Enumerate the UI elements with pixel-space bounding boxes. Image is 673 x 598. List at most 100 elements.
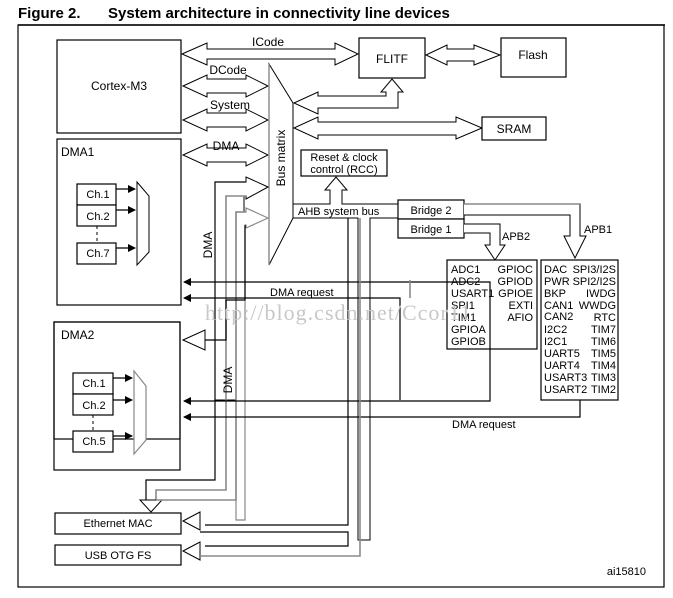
ahb-label: AHB system bus <box>298 206 380 218</box>
dma2-block: DMA2 Ch.1 Ch.2 Ch.5 <box>53 321 181 456</box>
peripheral-usart2: USART2 <box>544 384 587 396</box>
peripheral-adc1: ADC1 <box>451 264 480 276</box>
peripheral-i2c1: I2C1 <box>544 336 567 348</box>
peripheral-i2c2: I2C2 <box>544 324 567 336</box>
peripheral-bkp: BKP <box>544 288 566 300</box>
peripheral-tim5: TIM5 <box>591 348 616 360</box>
peripheral-usart1: USART1 <box>451 288 494 300</box>
figure-caption: System architecture in connectivity line… <box>108 5 450 22</box>
peripheral-tim2: TIM2 <box>591 384 616 396</box>
dma-bus: DMA <box>181 139 270 167</box>
bridge1-label: Bridge 1 <box>411 224 452 236</box>
watermark: http://blog.csdn.net/Ccor11 <box>205 300 472 325</box>
peripheral-spi3-i2s: SPI3/I2S <box>573 264 616 276</box>
dma-vertical-label-2: DMA <box>221 367 235 394</box>
peripheral-tim1: TIM1 <box>451 312 476 324</box>
dma1-channel-2-label: Ch.2 <box>86 211 109 223</box>
peripheral-tim3: TIM3 <box>591 372 616 384</box>
apb2-bus: APB2 <box>464 223 530 261</box>
dma1-channel-1-label: Ch.1 <box>86 189 109 201</box>
dma1-arbiter <box>136 180 150 267</box>
flash-label: Flash <box>518 48 547 62</box>
peripheral-uart5: UART5 <box>544 348 580 360</box>
peripheral-can2: CAN2 <box>544 311 573 323</box>
apb1-peripherals-block: DAC PWR BKP CAN1 CAN2 I2C2 I2C1 UART5 UA… <box>540 259 619 401</box>
apb2-label: APB2 <box>502 231 530 243</box>
icode-label: ICode <box>252 35 284 49</box>
dma2-arbiter <box>133 369 147 456</box>
usb-otg-fs-block: USB OTG FS <box>54 544 182 566</box>
cortex-m3-label: Cortex-M3 <box>91 79 147 93</box>
peripheral-iwdg: IWDG <box>586 288 616 300</box>
apb2-right-list: GPIOC GPIOD GPIOE EXTI AFIO <box>498 264 534 324</box>
peripheral-gpioc: GPIOC <box>498 264 534 276</box>
rcc-label-line2: control (RCC) <box>310 164 377 176</box>
dma1-request-lines: DMA request <box>183 278 491 400</box>
matrix-flitf-bus <box>292 78 405 115</box>
peripheral-spi1: SPI1 <box>451 300 475 312</box>
flitf-flash-bus <box>424 44 502 66</box>
apb1-right-list: SPI3/I2S SPI2/I2S IWDG WWDG RTC TIM7 TIM… <box>573 264 616 396</box>
dma1-label: DMA1 <box>61 145 95 159</box>
dma-bus-label: DMA <box>213 139 240 153</box>
dma2-channel-5 <box>72 430 114 453</box>
peripheral-can1: CAN1 <box>544 300 573 312</box>
peripheral-tim6: TIM6 <box>591 336 616 348</box>
figure-frame <box>17 24 665 588</box>
matrix-sram-bus <box>292 116 484 140</box>
bridge2-label: Bridge 2 <box>411 205 452 217</box>
apb2-peripherals-block: ADC1 ADC2 USART1 SPI1 TIM1 GPIOA GPIOB G… <box>446 259 538 350</box>
dcode-label: DCode <box>209 63 247 77</box>
dma-request-label-1: DMA request <box>270 287 334 299</box>
peripheral-tim7: TIM7 <box>591 324 616 336</box>
peripheral-gpioa: GPIOA <box>451 324 487 336</box>
flitf-label: FLITF <box>376 52 408 66</box>
peripheral-bus-lines <box>181 218 361 561</box>
cortex-m3-block: Cortex-M3 <box>56 39 182 134</box>
dma-request-label-2: DMA request <box>452 419 516 431</box>
dma1-block: DMA1 Ch.1 Ch.2 Ch.7 <box>56 138 182 306</box>
dma1-channel-7-label: Ch.7 <box>86 248 109 260</box>
dma2-channel-2-label: Ch.2 <box>82 400 105 412</box>
ahb-system-bus: AHB system bus <box>292 176 399 541</box>
apb1-label: APB1 <box>584 224 612 236</box>
rcc-label-line1: Reset & clock <box>310 152 378 164</box>
dma2-vertical-bus: DMA <box>156 207 270 521</box>
ethernet-mac-label: Ethernet MAC <box>83 518 152 530</box>
dma2-frame <box>53 321 181 471</box>
peripheral-dac: DAC <box>544 264 567 276</box>
dma1-channel-7 <box>76 242 117 265</box>
peripheral-tim4: TIM4 <box>591 360 616 372</box>
apb1-left-list: DAC PWR BKP CAN1 CAN2 I2C2 I2C1 UART5 UA… <box>544 264 587 396</box>
system-bus: System <box>181 98 270 132</box>
rcc-block: Reset & clock control (RCC) <box>300 149 388 177</box>
system-label: System <box>210 98 250 112</box>
bridge1-block: Bridge 1 <box>397 218 465 239</box>
peripheral-gpioe: GPIOE <box>498 288 533 300</box>
bridge2-block: Bridge 2 <box>397 199 465 220</box>
icode-bus: ICode <box>180 35 360 66</box>
dma2-channel-5-label: Ch.5 <box>82 436 105 448</box>
peripheral-usart3: USART3 <box>544 372 587 384</box>
sram-block: SRAM <box>481 116 547 141</box>
peripheral-exti: EXTI <box>509 300 533 312</box>
peripheral-spi2-i2s: SPI2/I2S <box>573 276 616 288</box>
peripheral-gpiob: GPIOB <box>451 336 486 348</box>
apb1-bus: APB1 <box>464 203 612 260</box>
peripheral-rtc: RTC <box>594 312 616 324</box>
dma-vertical-bus: DMA <box>138 181 246 513</box>
dma2-label: DMA2 <box>61 328 95 342</box>
peripheral-wwdg: WWDG <box>579 300 616 312</box>
usb-otg-fs-label: USB OTG FS <box>85 550 152 562</box>
figure-title: Figure 2. System architecture in connecti… <box>18 5 450 22</box>
figure-ref-id: ai15810 <box>607 566 646 578</box>
bus-matrix-label: Bus matrix <box>274 130 288 187</box>
figure-number: Figure 2. <box>18 5 81 22</box>
bus-matrix: Bus matrix <box>268 62 294 266</box>
dma2-request-lines: DMA request <box>183 349 581 431</box>
peripheral-gpiod: GPIOD <box>498 276 534 288</box>
sram-label: SRAM <box>497 122 532 136</box>
dma-vertical-label-1: DMA <box>201 232 215 259</box>
peripheral-pwr: PWR <box>544 276 570 288</box>
